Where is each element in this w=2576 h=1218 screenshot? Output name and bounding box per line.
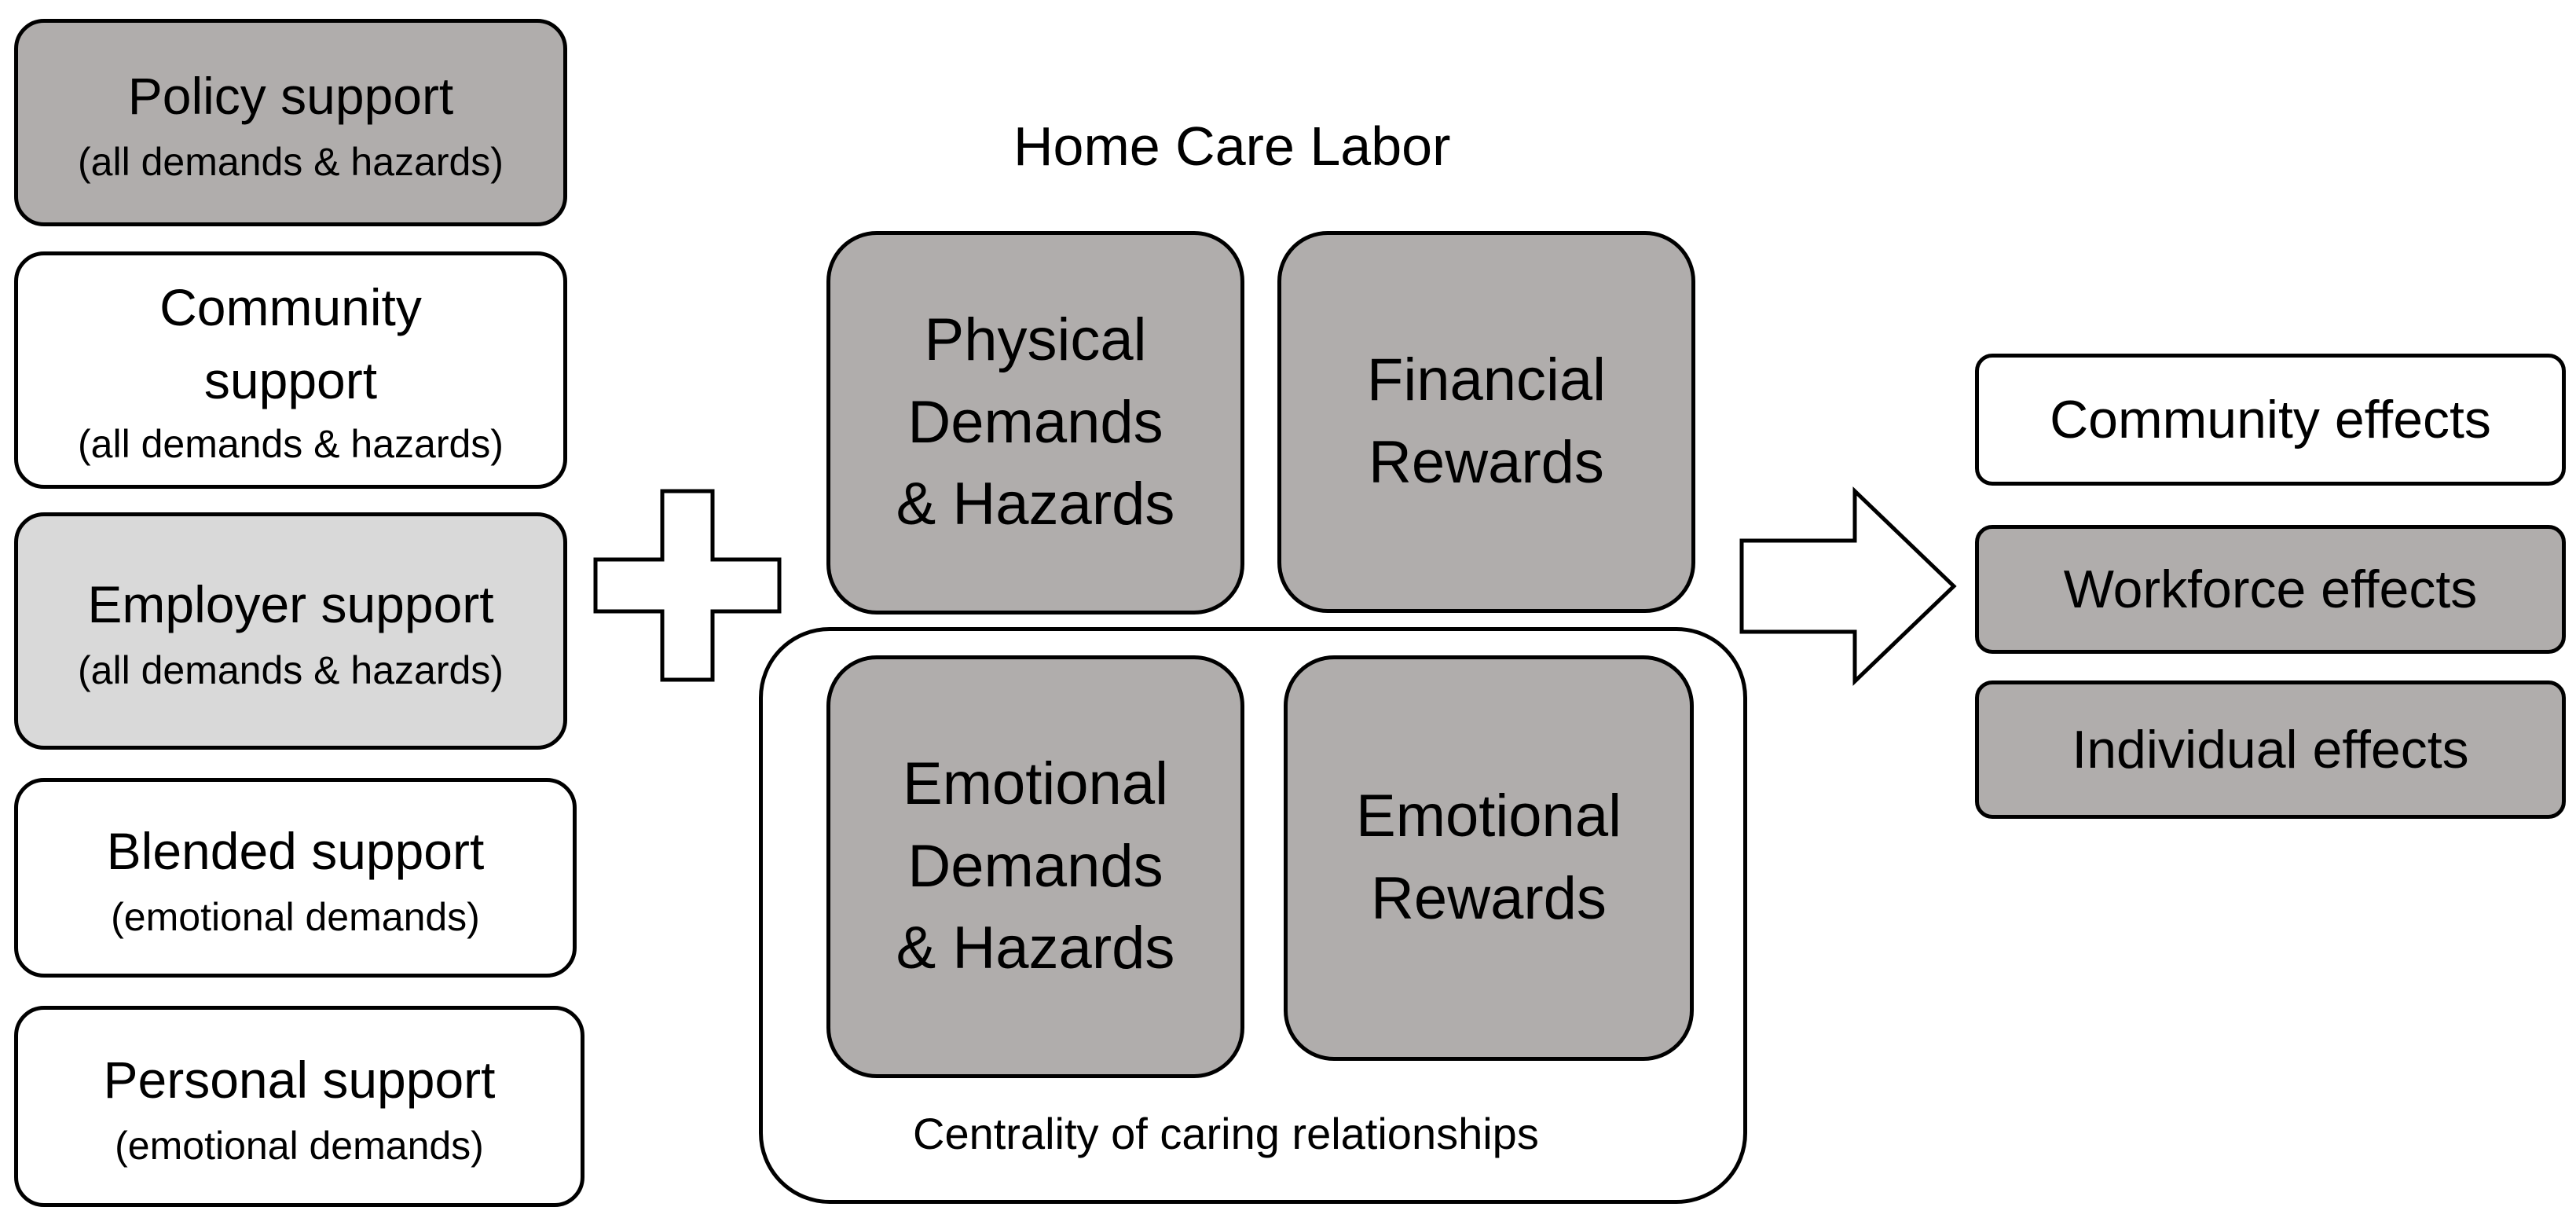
- community-support-box: Community support (all demands & hazards…: [14, 251, 567, 489]
- emotional-demands-label: Emotional Demands & Hazards: [896, 750, 1175, 982]
- centrality-caption: Centrality of caring relationships: [913, 1109, 1539, 1158]
- blended-support-scope: (emotional demands): [111, 894, 480, 939]
- emotional-demands-box: Emotional Demands & Hazards: [826, 655, 1244, 1078]
- workforce-effects-label: Workforce effects: [2063, 559, 2478, 619]
- emotional-rewards-box: Emotional Rewards: [1284, 655, 1694, 1061]
- policy-support-label: Policy support: [127, 66, 454, 125]
- employer-support-label: Employer support: [87, 574, 494, 633]
- physical-demands-box: Physical Demands & Hazards: [826, 231, 1244, 615]
- blended-support-box: Blended support (emotional demands): [14, 778, 577, 978]
- personal-support-label: Personal support: [103, 1050, 496, 1109]
- community-effects-box: Community effects: [1975, 354, 2566, 486]
- community-support-scope: (all demands & hazards): [78, 422, 504, 467]
- plus-icon: [593, 489, 782, 682]
- blended-support-label: Blended support: [106, 821, 485, 880]
- employer-support-box: Employer support (all demands & hazards): [14, 512, 567, 750]
- home-care-labor-title: Home Care Labor: [1013, 116, 1451, 177]
- individual-effects-box: Individual effects: [1975, 681, 2566, 819]
- physical-demands-label: Physical Demands & Hazards: [896, 306, 1175, 538]
- policy-support-box: Policy support (all demands & hazards): [14, 19, 567, 226]
- right-arrow-icon: [1739, 486, 1957, 686]
- personal-support-box: Personal support (emotional demands): [14, 1006, 584, 1207]
- workforce-effects-box: Workforce effects: [1975, 525, 2566, 654]
- personal-support-scope: (emotional demands): [115, 1123, 484, 1168]
- individual-effects-label: Individual effects: [2072, 720, 2469, 780]
- financial-rewards-box: Financial Rewards: [1277, 231, 1695, 613]
- policy-support-scope: (all demands & hazards): [78, 139, 504, 184]
- employer-support-scope: (all demands & hazards): [78, 648, 504, 692]
- community-effects-label: Community effects: [2050, 390, 2491, 449]
- financial-rewards-label: Financial Rewards: [1366, 347, 1607, 496]
- community-support-label: Community support: [159, 278, 422, 409]
- emotional-rewards-label: Emotional Rewards: [1356, 783, 1621, 932]
